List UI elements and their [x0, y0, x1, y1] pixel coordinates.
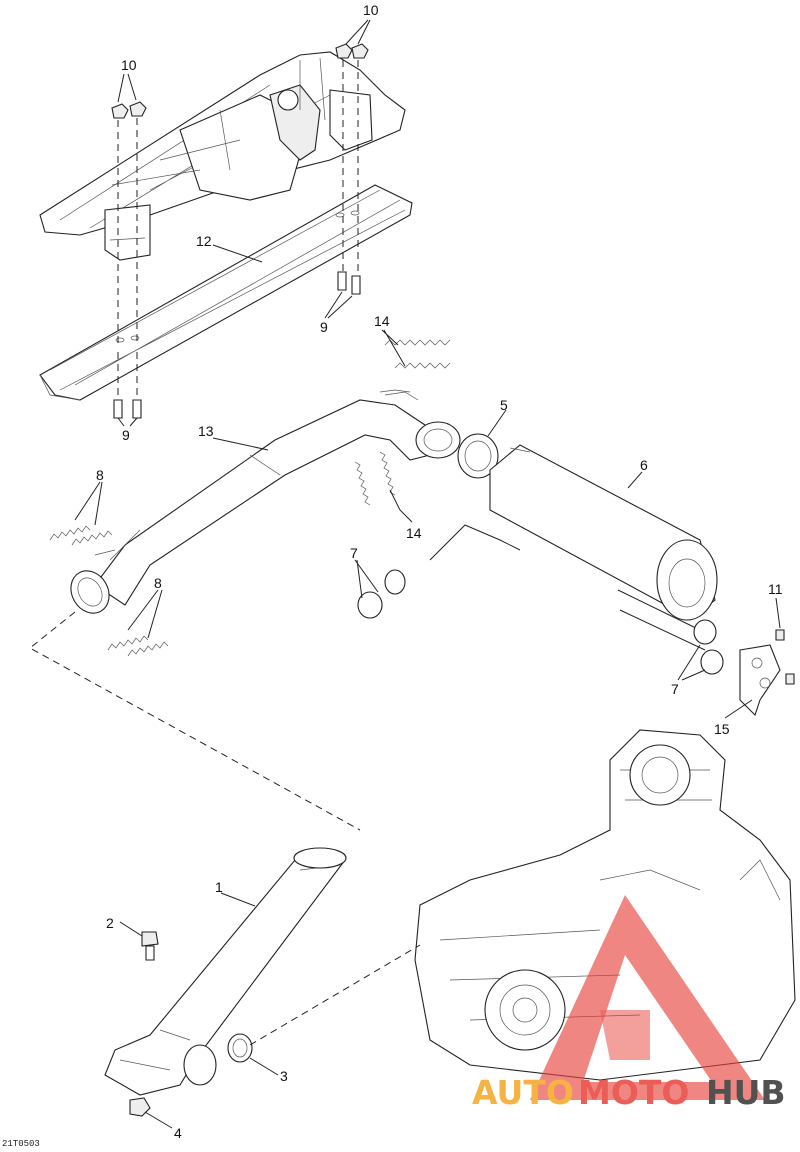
flange-nut-right-pair: [335, 43, 369, 275]
bolts-lower-left: [113, 352, 142, 419]
springs-middle: [354, 451, 396, 506]
callout-8-upper: 8: [96, 467, 104, 483]
connection-line-gasket-to-engine: [249, 944, 421, 1046]
callout-10-right: 10: [363, 2, 379, 18]
header-nut: [129, 1097, 151, 1117]
vehicle-frame: [39, 51, 406, 261]
muffler-bracket: [739, 629, 795, 717]
bolts-upper-right: [337, 271, 361, 295]
watermark-text-hub: HUB: [706, 1073, 786, 1112]
callout-14-lower: 14: [406, 525, 422, 541]
watermark-text-auto: AUTO: [472, 1073, 574, 1112]
callout-14-upper: 14: [374, 313, 390, 329]
exhaust-header-pipe: [104, 847, 347, 1096]
callout-12: 12: [196, 233, 212, 249]
callout-4: 4: [174, 1125, 182, 1141]
leader-lines: [74, 19, 781, 1129]
callout-5: 5: [500, 397, 508, 413]
callout-3: 3: [280, 1068, 288, 1084]
callout-9-upper: 9: [320, 319, 328, 335]
watermark-text-moto: MOTO: [578, 1073, 689, 1112]
springs-left-upper: [49, 525, 113, 546]
callout-1: 1: [215, 879, 223, 895]
springs-upper: [379, 339, 451, 393]
reference-code: 21T0503: [2, 1139, 40, 1149]
watermark-logo: AUTO MOTO HUB: [472, 895, 786, 1112]
exhaust-pipe-middle: [70, 391, 461, 614]
callout-2: 2: [106, 915, 114, 931]
callout-labels: 10 10 12 9 9 14 5 13 6 8 8 7 7 11 15 14 …: [96, 2, 783, 1141]
callout-10-left: 10: [121, 57, 137, 73]
sealing-ring: [457, 433, 499, 479]
rubber-grommets-left: [357, 569, 406, 619]
heat-shield: [39, 184, 413, 401]
exhaust-gasket: [227, 1033, 253, 1063]
rubber-grommets-right: [693, 619, 724, 675]
callout-11: 11: [768, 581, 783, 597]
flange-nut-left-pair: [111, 101, 147, 345]
springs-left-lower: [107, 635, 169, 657]
callout-9-lower: 9: [122, 427, 130, 443]
callout-15: 15: [714, 721, 730, 737]
engine-block: [414, 729, 796, 1081]
header-bolt: [141, 931, 159, 961]
muffler: [429, 444, 718, 651]
callout-7-right: 7: [671, 681, 679, 697]
callout-13: 13: [198, 423, 214, 439]
callout-7-left: 7: [350, 545, 358, 561]
watermark-triangle: [530, 895, 765, 1100]
callout-6: 6: [640, 457, 648, 473]
connection-line-pipe-to-header: [29, 611, 361, 831]
callout-8-lower: 8: [154, 575, 162, 591]
